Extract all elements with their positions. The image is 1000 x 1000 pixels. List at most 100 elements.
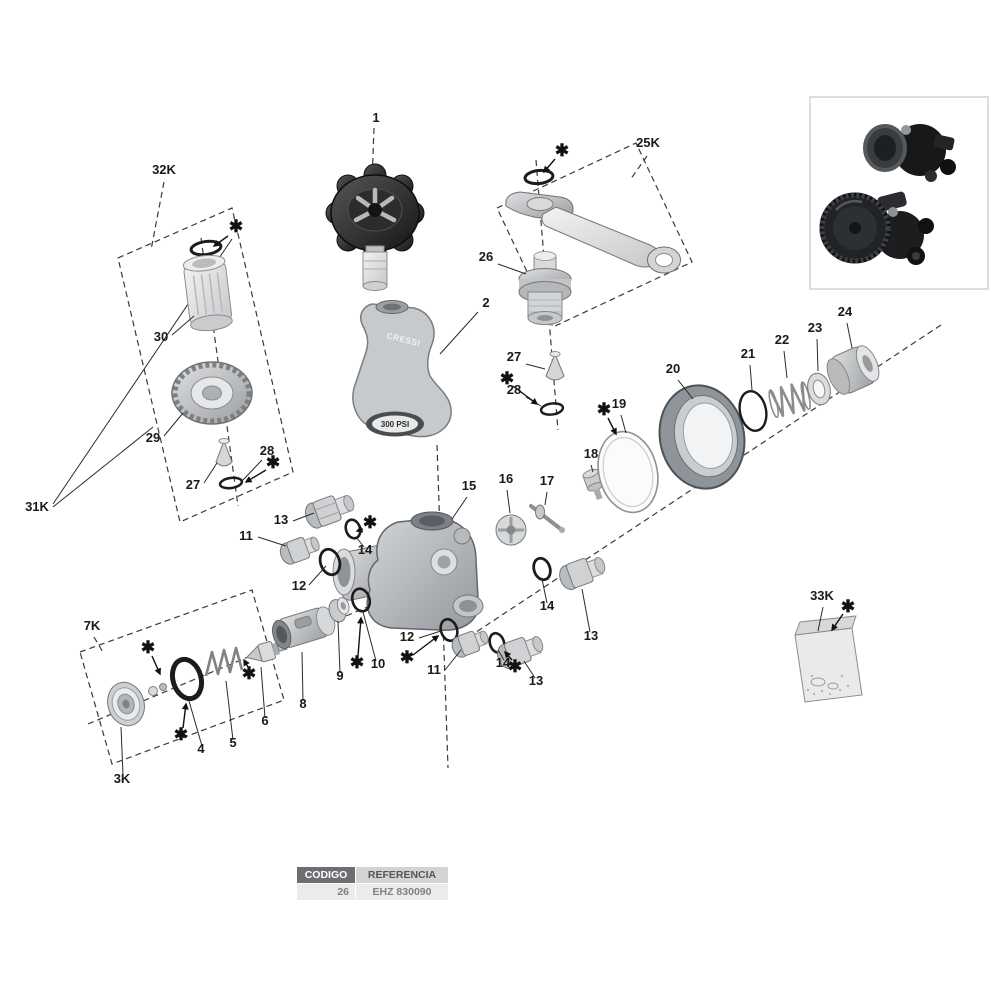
- callout-12-left: 12: [292, 578, 306, 593]
- callout-16: 16: [499, 471, 513, 486]
- callout-30: 30: [154, 329, 168, 344]
- part-15-first-stage-body: [332, 511, 484, 631]
- product-photo-inset: [809, 96, 989, 290]
- callout-28-right: 28: [507, 382, 521, 397]
- part-33k-bag: [794, 615, 863, 703]
- callout-24: 24: [838, 304, 853, 319]
- part-30-filter-group: [182, 239, 233, 332]
- callout-8: 8: [299, 696, 306, 711]
- asterisk-12-right: ✱: [400, 648, 414, 667]
- part-12-oring-left: [318, 547, 342, 577]
- callout-14-mid: 14: [496, 655, 511, 670]
- asterisk-28-right: ✱: [500, 369, 514, 388]
- part-11-plug-right: [451, 630, 489, 658]
- callout-33k: 33K: [810, 588, 834, 603]
- part-4-oring: [169, 656, 205, 702]
- callout-5: 5: [229, 735, 236, 750]
- callout-13-mid: 13: [529, 673, 543, 688]
- callout-11-left: 11: [239, 528, 253, 543]
- callout-4: 4: [197, 741, 205, 756]
- part-26-fitting: [518, 251, 572, 325]
- part-9-nut: [328, 597, 350, 623]
- kit-7k-outline: [79, 589, 285, 765]
- callout-25k: 25K: [636, 135, 660, 150]
- callout-2: 2: [482, 295, 489, 310]
- part-20-cover: [658, 384, 746, 490]
- callout-10: 10: [371, 656, 385, 671]
- asterisk-3: ✱: [141, 638, 155, 657]
- part-19-diaphragm: [597, 430, 659, 514]
- asterisk-6: ✱: [242, 664, 256, 683]
- callout-21: 21: [741, 346, 755, 361]
- callout-3k: 3K: [114, 771, 131, 786]
- part-17-pin: [529, 504, 565, 533]
- part-21-oring: [738, 390, 768, 432]
- part-13-plug-mid: [497, 635, 544, 670]
- part-29-knurled-nut: [171, 361, 253, 425]
- asterisk-32k: ✱: [229, 217, 243, 236]
- regulator-photo-top: [863, 124, 956, 182]
- callout-27-right: 27: [507, 349, 521, 364]
- callout-31k: 31K: [25, 499, 49, 514]
- table-value-codigo: 26: [297, 884, 355, 900]
- callout-27-left: 27: [186, 477, 200, 492]
- part-27-cone-left: [215, 438, 233, 467]
- callout-18: 18: [584, 446, 598, 461]
- asterisk-14-mid: ✱: [508, 657, 522, 676]
- callout-11-right: 11: [427, 662, 441, 677]
- kit-32k-outline: [117, 181, 294, 523]
- callout-7k: 7K: [84, 618, 101, 633]
- callout-19: 19: [612, 396, 626, 411]
- part-24-end-cap: [826, 345, 880, 395]
- asterisk-markers: ✱ ✱ ✱ ✱ ✱ ✱ ✱ ✱ ✱ ✱ ✱ ✱ ✱: [141, 141, 855, 744]
- part-13-plug-left: [304, 494, 355, 529]
- part-18-valve-seat: [582, 468, 604, 501]
- callout-17: 17: [540, 473, 554, 488]
- psi-marking: 300 PSI: [381, 420, 409, 429]
- callout-13-right: 13: [584, 628, 598, 643]
- part-washer-ball: [148, 683, 167, 696]
- asterisk-25k: ✱: [555, 141, 569, 160]
- asterisk-4: ✱: [174, 725, 188, 744]
- callout-23: 23: [808, 320, 822, 335]
- part-1-knob: [325, 163, 425, 291]
- part-13-plug-right: [559, 556, 606, 591]
- part-3-end-cap: [107, 681, 145, 727]
- asterisk-14-left: ✱: [363, 513, 377, 532]
- callout-26: 26: [479, 249, 493, 264]
- part-16-retainer-disc: [495, 514, 527, 546]
- callout-1: 1: [372, 110, 379, 125]
- part-28-oring-right: [539, 402, 565, 416]
- callout-14-right: 14: [540, 598, 555, 613]
- part-23-washer: [807, 372, 831, 406]
- table-value-referencia: EHZ 830090: [356, 884, 448, 900]
- part-11-plug-left: [279, 536, 320, 565]
- part-22-spring: [768, 381, 811, 419]
- callout-9: 9: [336, 668, 343, 683]
- part-27-cone-right: [545, 351, 565, 381]
- asterisk-33k: ✱: [841, 597, 855, 616]
- callout-12-right: 12: [400, 629, 414, 644]
- part-5-spring: [204, 646, 244, 677]
- reference-table: CODIGO REFERENCIA 26 EHZ 830090: [297, 867, 448, 900]
- part-2-body: CRESSI 300 PSI: [352, 300, 452, 438]
- asterisk-28-left: ✱: [266, 453, 280, 472]
- part-12-oring-right: [439, 617, 459, 643]
- regulator-photo-bottom: [819, 191, 934, 265]
- part-14-oring-right: [532, 556, 552, 582]
- callout-13-left: 13: [274, 512, 288, 527]
- callout-15: 15: [462, 478, 476, 493]
- part-28-oring-left: [218, 476, 244, 490]
- table-header-referencia: REFERENCIA: [356, 867, 448, 883]
- callout-22: 22: [775, 332, 789, 347]
- leader-lines: [120, 263, 853, 776]
- callout-6: 6: [261, 713, 268, 728]
- part-14-oring-left: [344, 518, 362, 540]
- part-10-oring: [350, 587, 372, 613]
- asterisk-10: ✱: [350, 653, 364, 672]
- callout-20: 20: [666, 361, 680, 376]
- callout-32k: 32K: [152, 162, 176, 177]
- table-header-codigo: CODIGO: [297, 867, 355, 883]
- callout-28-left: 28: [260, 443, 274, 458]
